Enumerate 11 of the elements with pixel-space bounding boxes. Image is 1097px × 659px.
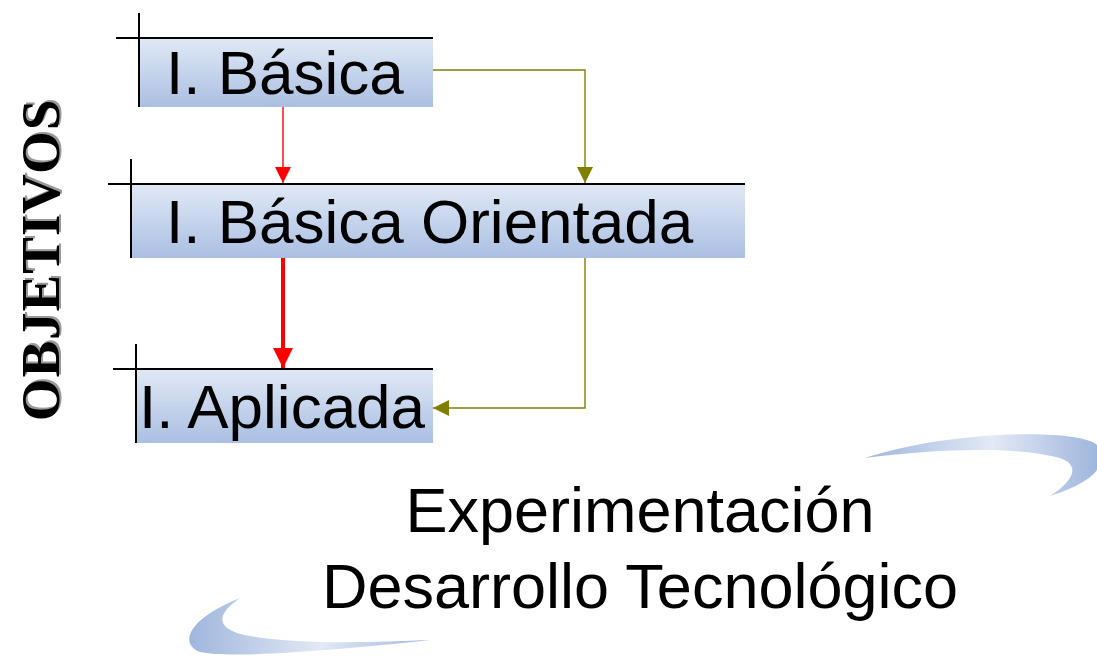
arrow [273,258,293,368]
process-box [130,183,745,258]
arrow [432,69,593,184]
arrow [432,257,586,416]
arrow [275,106,291,184]
box-label: I. Básica Orientada [166,190,694,253]
process-box [138,37,433,107]
vertical-title: OBJETIVOS [8,98,72,422]
box-label: I. Básica [166,42,404,104]
caption-text: Experimentación Desarrollo Tecnológico [320,474,960,623]
process-box [135,368,433,443]
